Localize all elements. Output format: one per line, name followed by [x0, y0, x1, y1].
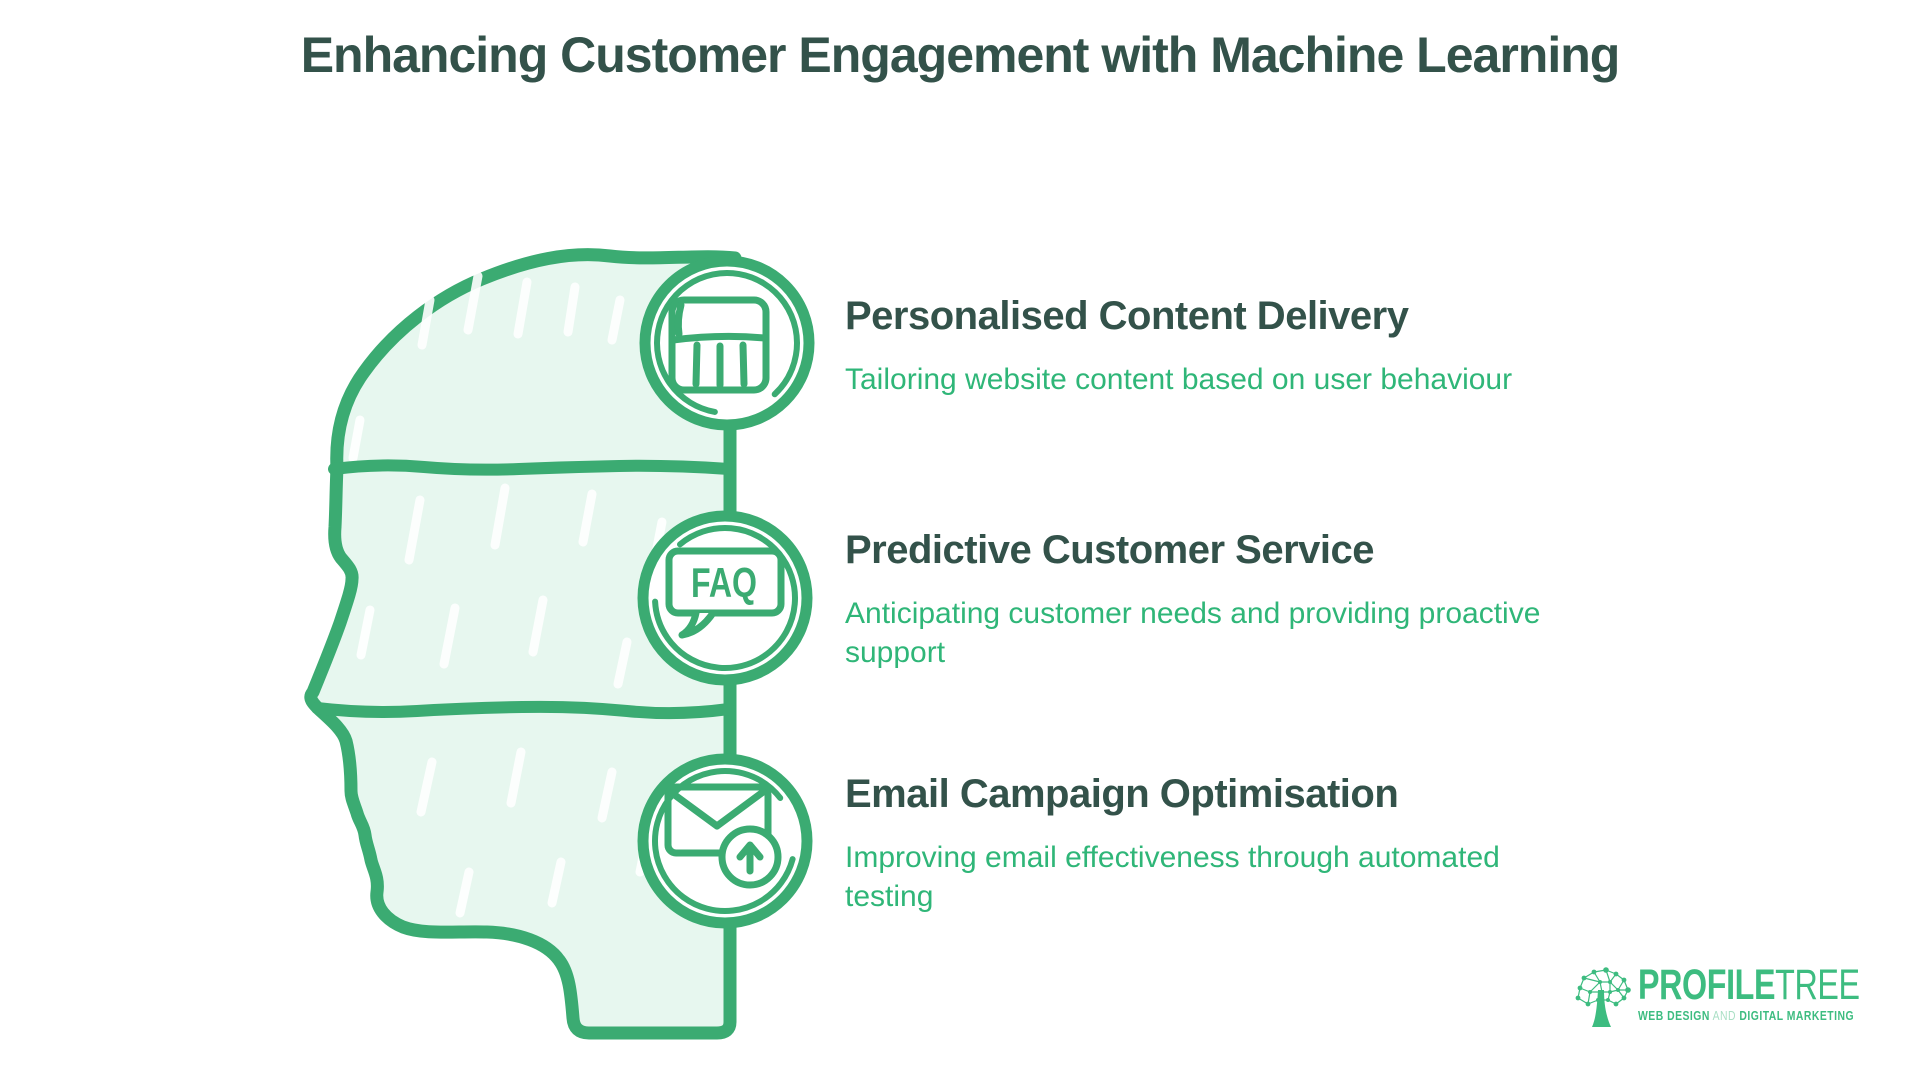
browser-window-icon — [668, 296, 770, 394]
faq-speech-bubble-icon: FAQ — [665, 547, 785, 639]
faq-icon-label: FAQ — [691, 559, 757, 606]
logo-tagline: WEB DESIGN AND DIGITAL MARKETING — [1638, 1008, 1855, 1023]
email-send-icon — [664, 783, 782, 889]
logo-wordmark: PROFILETREE — [1638, 964, 1860, 1007]
divider-line-1 — [328, 459, 735, 476]
item-description: Anticipating customer needs and providin… — [845, 597, 1541, 669]
item-personalised-content-delivery: Personalised Content Delivery Tailoring … — [845, 292, 1585, 399]
tree-network-icon — [1575, 967, 1631, 1027]
item-email-campaign-optimisation: Email Campaign Optimisation Improving em… — [845, 770, 1585, 916]
divider-line-2 — [311, 700, 735, 720]
logo-text: PROFILETREE WEB DESIGN AND DIGITAL MARKE… — [1638, 964, 1920, 1023]
head-profile-outline — [304, 248, 742, 1040]
page-title: Enhancing Customer Engagement with Machi… — [300, 27, 1621, 83]
profiletree-logo: PROFILETREE WEB DESIGN AND DIGITAL MARKE… — [1574, 962, 1884, 1034]
item-description: Tailoring website content based on user … — [845, 363, 1513, 396]
item-title: Predictive Customer Service — [845, 528, 1374, 572]
content-delivery-icon-bubble — [639, 255, 815, 431]
sketch-texture-streaks — [348, 271, 667, 918]
logo-name-profile: PROFILE — [1638, 961, 1776, 1009]
item-description: Improving email effectiveness through au… — [845, 841, 1500, 913]
logo-name-tree: TREE — [1775, 961, 1860, 1009]
item-title: Email Campaign Optimisation — [845, 772, 1399, 816]
item-predictive-customer-service: Predictive Customer Service Anticipating… — [845, 526, 1585, 672]
item-title: Personalised Content Delivery — [845, 294, 1409, 338]
email-icon-bubble — [637, 753, 813, 929]
customer-service-icon-bubble: FAQ — [637, 510, 813, 686]
